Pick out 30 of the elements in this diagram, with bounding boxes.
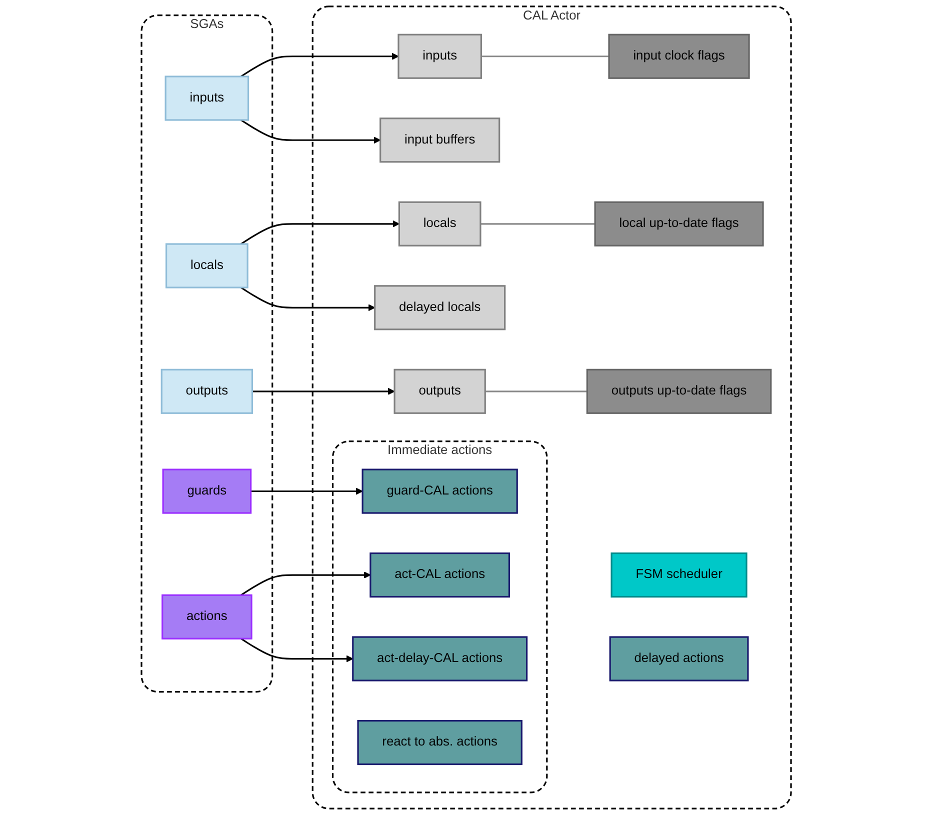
node-box: guard-CAL actions [362, 468, 518, 514]
node-box: locals [166, 243, 249, 288]
node-box: local up-to-date flags [594, 201, 764, 246]
node-box: actions [162, 594, 253, 640]
node-box: act-CAL actions [370, 552, 510, 598]
node-box: outputs [161, 368, 254, 414]
node-box: outputs up-to-date flags [586, 368, 772, 414]
arrow [240, 119, 381, 144]
connector [485, 390, 588, 392]
arrow [240, 638, 354, 662]
node-box: locals [398, 201, 482, 246]
arrow [252, 388, 396, 395]
arrow [240, 220, 400, 245]
arrow [240, 286, 376, 312]
node-box: input buffers [380, 118, 500, 163]
node-box: inputs [398, 34, 482, 79]
node-box: delayed actions [610, 636, 749, 682]
arrow [251, 488, 364, 495]
arrow [240, 52, 400, 78]
node-box: react to abs. actions [357, 720, 523, 766]
arrow [240, 571, 371, 596]
node-box: delayed locals [374, 285, 506, 330]
node-box: outputs [394, 368, 486, 414]
node-box: FSM scheduler [610, 552, 748, 598]
node-box: guards [162, 468, 252, 514]
connector [481, 56, 610, 58]
node-box: inputs [165, 76, 250, 121]
connector [480, 223, 596, 225]
node-box: input clock flags [608, 34, 750, 79]
node-box: act-delay-CAL actions [352, 636, 528, 682]
